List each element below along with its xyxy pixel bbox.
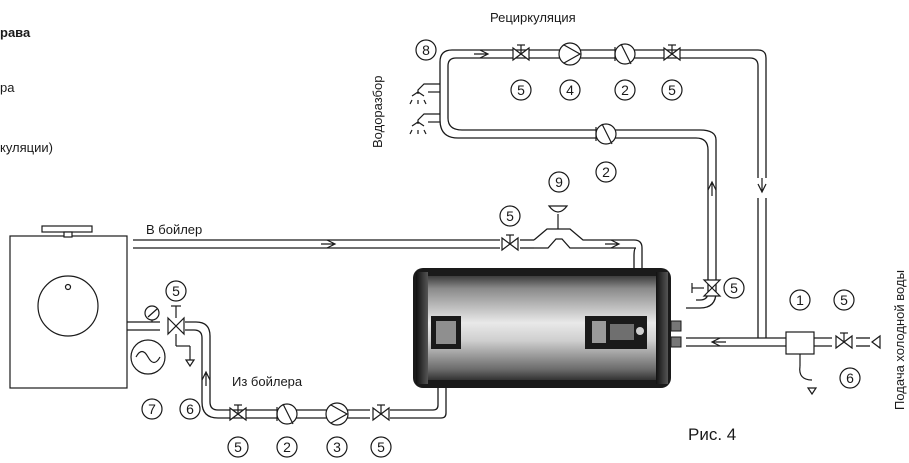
flow-arrow-icon: [201, 370, 211, 386]
callout-6: 6: [186, 401, 194, 417]
faucet-icon: [409, 83, 440, 105]
flow-arrow-icon: [707, 180, 717, 196]
callout-5: 5: [840, 292, 848, 308]
flow-arrow-icon: [757, 178, 767, 194]
shutoff-valve-icon: [501, 234, 519, 251]
faucet-icon: [409, 113, 440, 135]
callout-5: 5: [517, 82, 525, 98]
legend-line-2: куляции): [0, 140, 53, 155]
callout-3: 3: [333, 439, 341, 455]
flow-arrow-icon: [321, 239, 337, 249]
check-valve-icon: [276, 403, 298, 425]
callout-6: 6: [846, 370, 854, 386]
callout-5: 5: [730, 280, 738, 296]
shutoff-valve-icon: [372, 404, 390, 421]
legend-header: рава: [0, 25, 31, 40]
flow-arrow-icon: [871, 334, 881, 350]
shutoff-valve-icon: [835, 332, 853, 349]
label-recirculation: Рециркуляция: [490, 10, 576, 25]
callout-2: 2: [283, 439, 291, 455]
drain-funnel-icon: [806, 387, 818, 396]
air-vent-icon: [547, 205, 569, 229]
legend-line-1: ра: [0, 80, 15, 95]
drain-funnel-icon: [184, 359, 196, 368]
label-water-draw: Водоразбор: [370, 76, 385, 148]
callout-2: 2: [621, 82, 629, 98]
flow-arrow-icon: [710, 337, 726, 347]
callout-5: 5: [234, 439, 242, 455]
recirculation-pipe: [439, 49, 767, 338]
label-cold-water-supply: Подача холодной воды: [892, 270, 907, 410]
pump-icon: [325, 402, 349, 426]
callout-5: 5: [668, 82, 676, 98]
flow-arrow-icon: [605, 239, 621, 249]
callout-1: 1: [796, 292, 804, 308]
callout-4: 4: [566, 82, 574, 98]
figure-caption: Рис. 4: [688, 425, 736, 444]
callout-2: 2: [602, 164, 610, 180]
callout-5: 5: [172, 283, 180, 299]
label-to-boiler: В бойлер: [146, 222, 202, 237]
shutoff-valve-icon: [691, 279, 722, 297]
callout-8: 8: [422, 42, 430, 58]
pump-icon: [558, 42, 582, 66]
callout-5: 5: [377, 439, 385, 455]
safety-group-icon: [785, 331, 818, 396]
flow-arrow-icon: [474, 49, 490, 59]
callout-5: 5: [506, 208, 514, 224]
label-from-boiler: Из бойлера: [232, 374, 303, 389]
callout-9: 9: [555, 174, 563, 190]
storage-tank: [413, 268, 682, 388]
boiler-dial-icon: [37, 275, 99, 337]
check-valve-icon: [595, 123, 617, 145]
boiler: [9, 225, 128, 389]
boiler-side-fittings: [144, 305, 196, 368]
cold-water-pipe: [686, 334, 881, 350]
callout-7: 7: [148, 401, 156, 417]
supply-to-tank-pipe: [133, 228, 643, 268]
circulation-pump-icon: [130, 339, 166, 375]
check-valve-icon: [614, 43, 636, 65]
